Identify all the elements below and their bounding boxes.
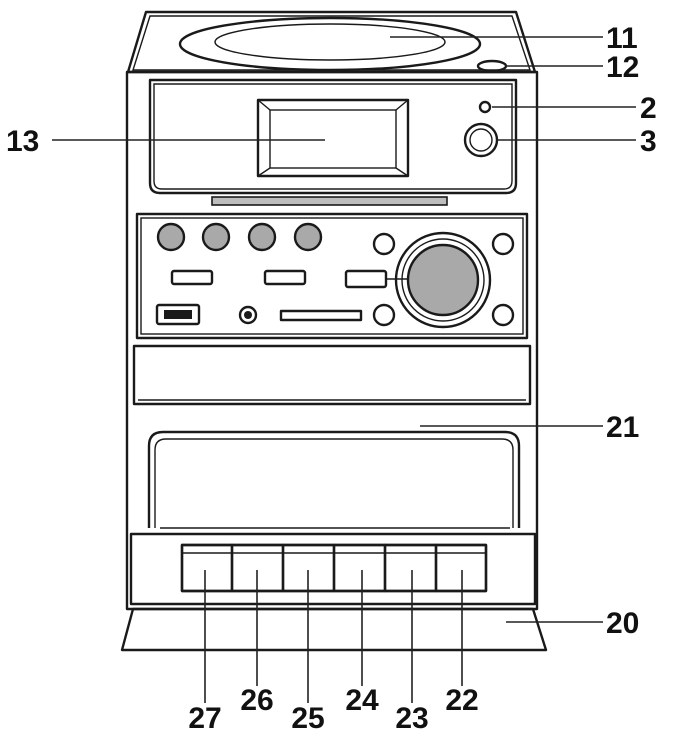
- function-button-left[interactable]: [170, 269, 214, 286]
- base-stand: [120, 607, 548, 652]
- cassette-button-27[interactable]: [180, 543, 234, 593]
- small-button-top-left[interactable]: [372, 232, 396, 256]
- power-button[interactable]: [463, 122, 499, 158]
- callout-2: 2: [640, 92, 657, 125]
- callout-13: 13: [6, 125, 39, 158]
- cassette-door[interactable]: [147, 430, 521, 529]
- callout-24: 24: [345, 684, 379, 717]
- lcd-display: [256, 98, 410, 178]
- callout-26: 26: [240, 684, 273, 717]
- cassette-button-24[interactable]: [332, 543, 387, 593]
- round-buttons: [156, 222, 323, 252]
- callout-23: 23: [395, 702, 428, 735]
- callout-25: 25: [291, 702, 324, 735]
- callout-21: 21: [606, 411, 639, 444]
- cd-top-section: [126, 10, 537, 74]
- function-button-middle[interactable]: [263, 269, 307, 286]
- small-button-bottom-left[interactable]: [372, 303, 396, 327]
- cassette-button-23[interactable]: [383, 543, 438, 593]
- callout-3: 3: [640, 125, 657, 158]
- small-button-top-right[interactable]: [491, 232, 515, 256]
- small-button-bottom-right[interactable]: [491, 303, 515, 327]
- callout-12: 12: [606, 51, 639, 84]
- display-slot: [211, 196, 448, 206]
- callout-20: 20: [606, 607, 639, 640]
- round-button-2[interactable]: [201, 222, 231, 252]
- usb-port-icon[interactable]: [155, 303, 201, 326]
- round-button-1[interactable]: [156, 222, 186, 252]
- callout-11: 11: [606, 22, 638, 55]
- cassette-button-22[interactable]: [434, 543, 488, 593]
- round-button-3[interactable]: [247, 222, 277, 252]
- callout-27: 27: [188, 702, 221, 735]
- callout-labels: 11 12 2 3 13 21 20 27 26 25 24 23 22: [6, 22, 657, 735]
- round-button-4[interactable]: [293, 222, 323, 252]
- function-button-right[interactable]: [344, 269, 388, 289]
- leader-lines: [52, 36, 636, 703]
- callout-22: 22: [445, 684, 478, 717]
- card-slot[interactable]: [279, 309, 363, 322]
- standby-indicator: [478, 100, 492, 114]
- control-panel: [135, 212, 529, 340]
- cassette-controls: [129, 532, 537, 606]
- display-panel: [148, 78, 518, 195]
- headphone-jack[interactable]: [238, 305, 258, 325]
- volume-knob-icon[interactable]: [394, 231, 492, 329]
- middle-band: [132, 344, 532, 406]
- cd-lid-icon[interactable]: [178, 16, 482, 72]
